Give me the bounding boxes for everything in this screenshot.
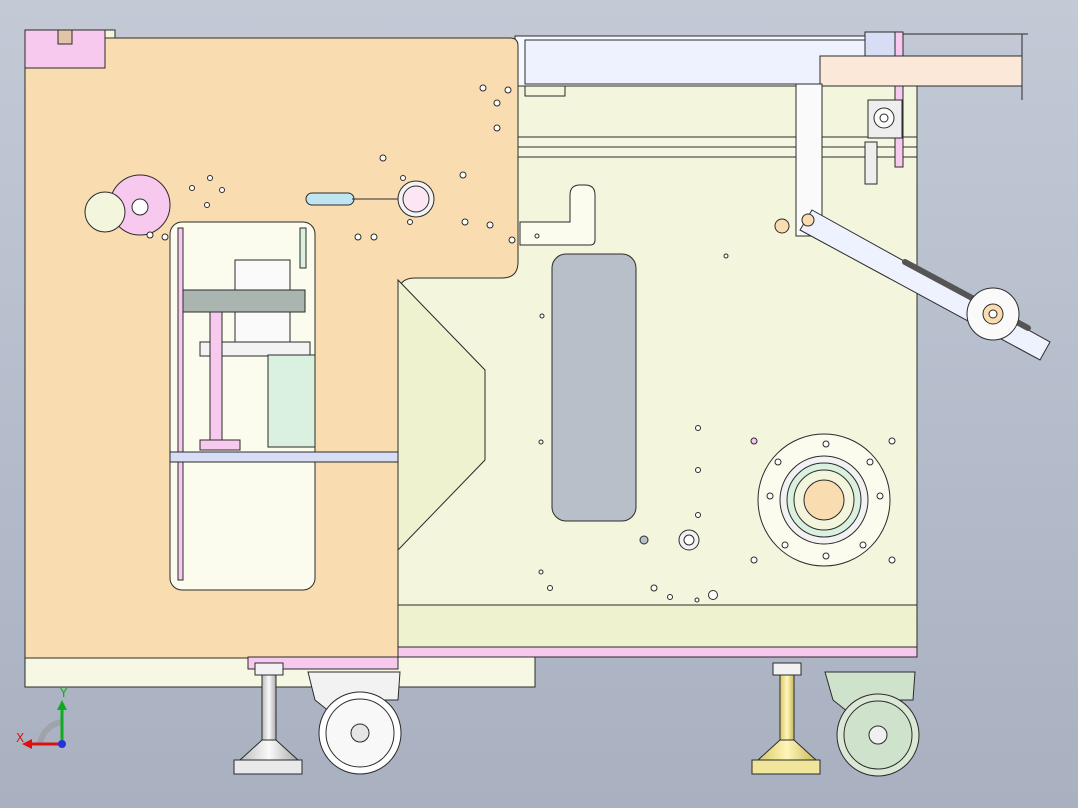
axis-x-label: X [16, 731, 25, 745]
top-right-arm[interactable] [819, 31, 1028, 185]
hook-bracket[interactable] [519, 184, 596, 246]
adjustable-link-arm[interactable] [774, 83, 1051, 361]
oval-window[interactable] [551, 253, 637, 522]
bearing-housing[interactable] [757, 433, 891, 567]
coordinate-triad-icon [22, 700, 67, 749]
panel-holes [534, 233, 896, 603]
leveling-foot-right[interactable] [751, 662, 821, 775]
small-bearing[interactable] [678, 529, 700, 551]
caster-wheel-right[interactable] [824, 671, 920, 777]
leveling-foot-left[interactable] [233, 662, 303, 775]
gear-sprocket-left[interactable] [84, 191, 126, 233]
front-mounting-plate[interactable] [24, 37, 519, 659]
axis-y-label: Y [60, 686, 68, 700]
caster-wheel-left[interactable] [247, 656, 402, 775]
